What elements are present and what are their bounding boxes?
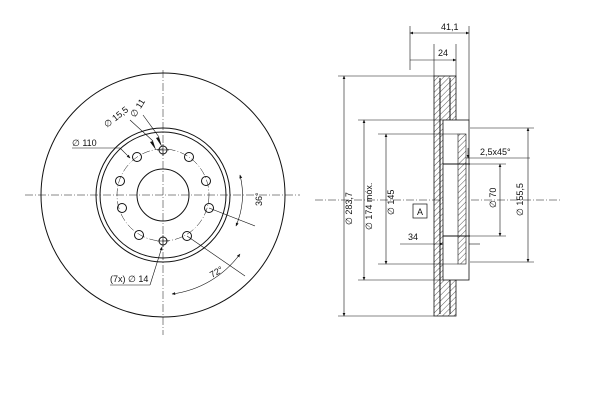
hub-outer-circle (95, 127, 231, 263)
label-chamfer: 2,5x45° (480, 147, 511, 157)
leader-pcd (119, 147, 131, 159)
bolt-hole (182, 231, 192, 241)
angle-arc-36 (235, 174, 243, 227)
label-total-height: 41,1 (441, 22, 459, 32)
side-view: 41,1 24 ∅ 283,7 ∅ 174 móx. ∅ 145 A 34 2,… (315, 22, 560, 317)
label-bolt-hole-dia: ∅ 11 (128, 97, 147, 119)
label-pcd: ∅ 110 (72, 138, 97, 148)
angle-arc-72 (171, 253, 241, 296)
leader-line (129, 119, 154, 142)
label-friction-inner-dia: ∅ 174 móx. (364, 183, 374, 230)
label-bore-dia: ∅ 70 (488, 188, 498, 208)
ref-marker-box (412, 203, 428, 219)
leader-line (142, 114, 160, 138)
angle-leader (208, 207, 256, 227)
bolt-hole (134, 230, 144, 240)
label-hub-dia: ∅ 145 (386, 190, 396, 215)
bolt-hole (117, 203, 127, 213)
bolt-hole (115, 176, 125, 186)
label-holes-spec: (7x) ∅ 14 (110, 274, 148, 284)
label-disc-thickness: 24 (438, 48, 448, 58)
bolt-hole (184, 152, 194, 162)
label-hat-dia: ∅ 155,5 (515, 183, 525, 216)
leader-arrow (150, 141, 156, 150)
bolt-hole (132, 152, 142, 162)
label-hat-depth: 34 (408, 232, 418, 242)
hat-wall-hatch (457, 133, 467, 265)
leader-arrow (156, 137, 162, 147)
leader-holes-spec (149, 246, 163, 286)
label-angle-72: 72° (208, 264, 225, 280)
bolt-hole (201, 176, 211, 186)
angle-leader (186, 235, 246, 277)
bolt-hole (204, 203, 214, 213)
bolt-hole-crosshairs (157, 144, 169, 247)
disc-outer-circle (40, 72, 286, 318)
label-angle-36: 36° (254, 192, 264, 206)
front-view: ∅ 11 ∅ 15,5 ∅ 110 (7x) ∅ 14 36° 72° (25, 70, 300, 335)
center-bore (136, 168, 190, 222)
label-center-hole-dia: ∅ 15,5 (102, 105, 130, 130)
ref-marker: A (417, 207, 423, 217)
hub-inner-circle (99, 131, 227, 259)
label-outer-dia: ∅ 283,7 (344, 192, 354, 225)
